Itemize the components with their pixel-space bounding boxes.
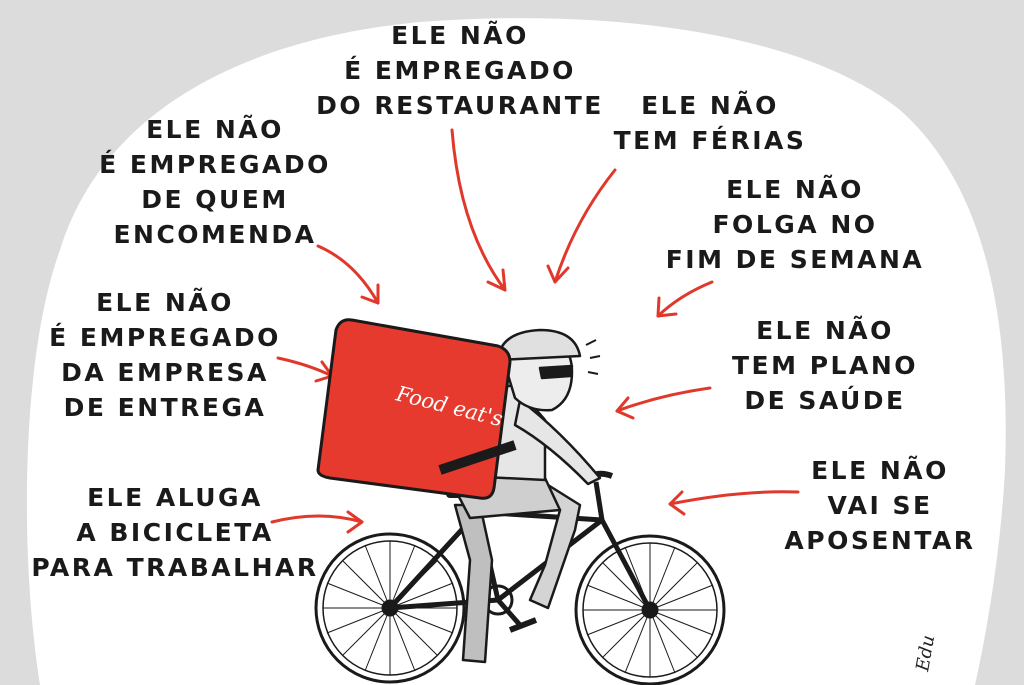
caption-line: ELE NÃO: [146, 115, 284, 144]
caption-line: DE QUEM: [141, 185, 289, 214]
caption-line: PARA TRABALHAR: [31, 553, 319, 582]
caption-line: FIM DE SEMANA: [665, 245, 925, 274]
arrow-aposentar: [668, 490, 800, 516]
caption-line: ELE NÃO: [726, 175, 864, 204]
caption-line: DE ENTREGA: [63, 393, 267, 422]
delivery-backpack: Food eat's: [316, 318, 517, 500]
caption-line: ELE ALUGA: [87, 483, 263, 512]
caption-quem-encomenda: ELE NÃO É EMPREGADO DE QUEM ENCOMENDA: [80, 112, 350, 252]
arrow-restaurante: [450, 128, 507, 292]
caption-line: DA EMPRESA: [61, 358, 269, 387]
caption-line: TEM PLANO: [732, 351, 918, 380]
caption-restaurante: ELE NÃO É EMPREGADO DO RESTAURANTE: [300, 18, 620, 123]
caption-ferias: ELE NÃO TEM FÉRIAS: [590, 88, 830, 158]
caption-line: DO RESTAURANTE: [316, 91, 604, 120]
bicycle-front-wheel: [574, 534, 726, 685]
caption-line: ELE NÃO: [391, 21, 529, 50]
caption-empresa-entrega: ELE NÃO É EMPREGADO DA EMPRESA DE ENTREG…: [30, 285, 300, 425]
caption-line: DE SAÚDE: [744, 386, 906, 415]
arrow-quem-encomenda: [316, 244, 380, 305]
caption-line: É EMPREGADO: [49, 323, 281, 352]
arrow-ferias: [546, 168, 617, 284]
caption-line: VAI SE: [827, 491, 933, 520]
caption-line: ELE NÃO: [96, 288, 234, 317]
caption-line: APOSENTAR: [784, 526, 976, 555]
rider-front-leg: [468, 478, 582, 610]
arrow-bicicleta: [270, 510, 364, 534]
caption-aposentar: ELE NÃO VAI SE APOSENTAR: [770, 453, 990, 558]
caption-saude: ELE NÃO TEM PLANO DE SAÚDE: [720, 313, 930, 418]
arrow-folga: [656, 280, 714, 318]
caption-line: ELE NÃO: [641, 91, 779, 120]
caption-line: TEM FÉRIAS: [613, 126, 807, 155]
caption-line: ELE NÃO: [811, 456, 949, 485]
caption-folga: ELE NÃO FOLGA NO FIM DE SEMANA: [650, 172, 940, 277]
motion-marks: [585, 339, 601, 375]
caption-line: FOLGA NO: [712, 210, 878, 239]
caption-line: É EMPREGADO: [344, 56, 576, 85]
rider-arm: [513, 398, 602, 486]
sunglasses: [538, 364, 574, 380]
caption-line: ENCOMENDA: [113, 220, 317, 249]
caption-line: É EMPREGADO: [99, 150, 331, 179]
bicycle: [314, 470, 726, 685]
arrow-saude: [615, 386, 712, 420]
helmet: [496, 328, 582, 362]
caption-line: ELE NÃO: [756, 316, 894, 345]
caption-line: A BICICLETA: [76, 518, 274, 547]
caption-bicicleta: ELE ALUGA A BICICLETA PARA TRABALHAR: [20, 480, 330, 585]
